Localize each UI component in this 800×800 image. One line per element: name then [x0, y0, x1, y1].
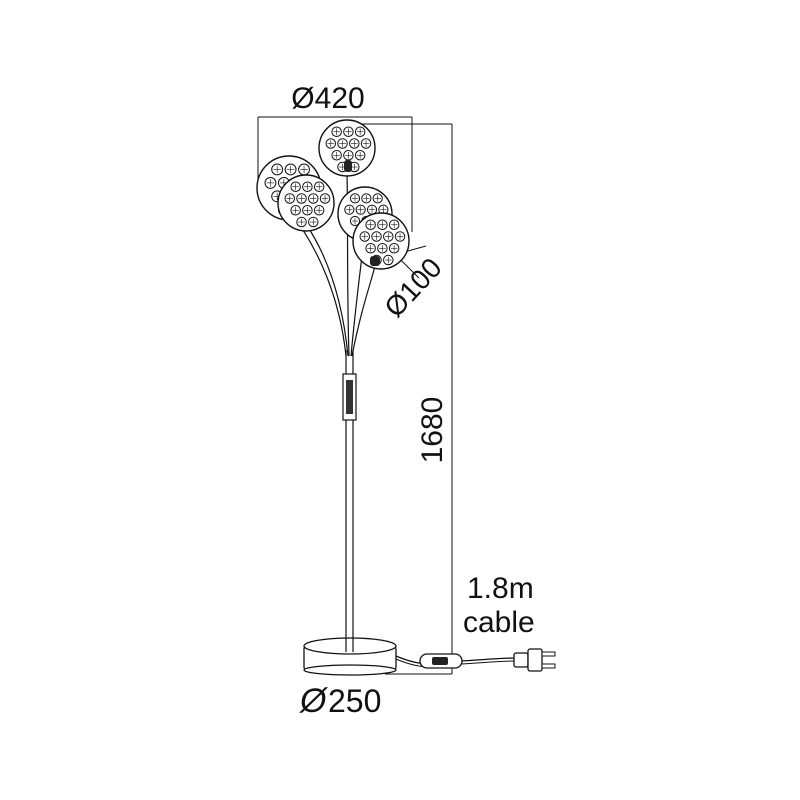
base-diameter-value: 250	[328, 683, 381, 719]
cable-length-value: 1.8m	[467, 572, 534, 605]
width-dimension: Ø420	[257, 82, 413, 232]
plug-body	[513, 652, 529, 668]
socket-right	[370, 256, 380, 266]
plug-prong-bottom	[541, 663, 556, 669]
shade-left-front	[277, 174, 335, 232]
base-diameter-label: Ø 250	[299, 682, 381, 720]
lamp-pole	[342, 350, 357, 652]
cable-segment-2	[461, 657, 517, 662]
lamp-base	[303, 637, 397, 676]
base-top-face	[303, 637, 397, 655]
base-diameter-symbol: Ø	[299, 682, 329, 720]
power-cable	[395, 648, 556, 672]
height-dimension: 1680	[355, 123, 453, 675]
height-label: 1680	[416, 397, 449, 464]
socket-top	[344, 160, 352, 172]
width-label: Ø420	[291, 82, 364, 115]
pole-coupling-inner	[346, 380, 353, 414]
plug-head	[527, 648, 543, 672]
lamp-arms	[289, 169, 377, 357]
cable-length-label: 1.8m cable	[463, 572, 535, 639]
switch-button	[432, 657, 448, 665]
base-bottom-edge	[303, 664, 397, 676]
cable-length-word: cable	[463, 606, 535, 639]
lamp-shades	[256, 119, 410, 270]
shade-right-front	[352, 212, 410, 270]
plug-prong-top	[541, 651, 556, 657]
shade-top	[318, 119, 376, 177]
